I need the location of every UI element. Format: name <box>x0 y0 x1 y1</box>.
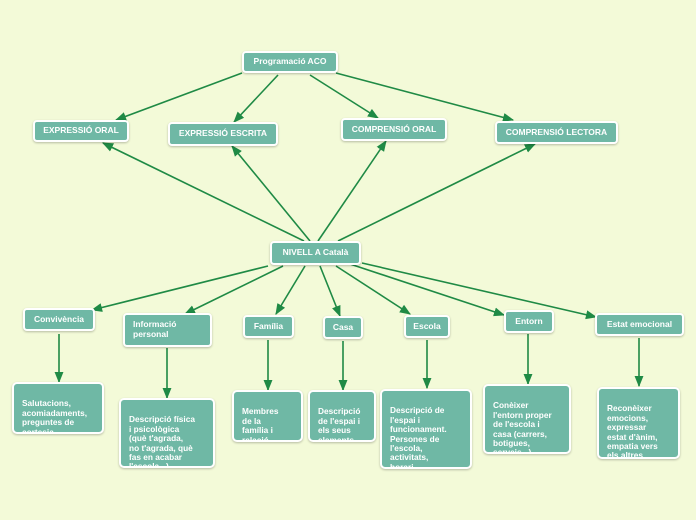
detail-text: Descripció física i psicològica (què t'a… <box>129 414 195 468</box>
detail-text: Reconèixer emocions, expressar estat d'à… <box>607 403 658 459</box>
edge-center-casa <box>319 265 341 318</box>
detail-text: Descripció de l'espai i els seus element… <box>318 406 361 442</box>
edge-root-expressio-oral <box>114 72 243 121</box>
detail-text: Salutacions, acomiadaments, preguntes de… <box>22 398 88 434</box>
topic-label: Estat emocional <box>606 318 673 329</box>
topic-label: Família <box>253 320 284 331</box>
category-label: COMPRENSIÓ LECTORA <box>505 126 608 137</box>
topic-convivencia[interactable]: Convivència <box>23 308 95 331</box>
edge-center-expressio-oral <box>101 142 305 242</box>
detail-escola[interactable]: Descripció de l'espai i funcionament. Pe… <box>380 389 472 469</box>
detail-text: Conèixer l'entorn proper de l'escola i c… <box>493 400 552 454</box>
topic-familia[interactable]: Família <box>243 315 294 338</box>
detail-text: Membres de la família i relació. <box>242 406 279 442</box>
topic-entorn[interactable]: Entorn <box>504 310 554 333</box>
category-comprensio-lectora[interactable]: COMPRENSIÓ LECTORA <box>495 121 618 144</box>
edge-center-entorn <box>349 263 506 317</box>
topic-label: Entorn <box>515 315 543 326</box>
topic-label: Convivència <box>33 313 85 324</box>
category-label: EXPRESSIÓ ESCRITA <box>178 128 268 139</box>
topic-casa[interactable]: Casa <box>323 316 363 339</box>
edge-root-comprensio-oral <box>309 74 379 119</box>
detail-entorn[interactable]: Conèixer l'entorn proper de l'escola i c… <box>483 384 571 454</box>
edge-center-familia <box>275 265 306 315</box>
edge-root-expressio-escrita <box>233 74 279 123</box>
detail-estat-emocional[interactable]: Reconèixer emocions, expressar estat d'à… <box>597 387 680 459</box>
category-expressio-oral[interactable]: EXPRESSIÓ ORAL <box>33 120 129 142</box>
edge-center-escola <box>335 265 411 315</box>
root-node[interactable]: Programació ACO <box>242 51 338 73</box>
center-label: NIVELL A Català <box>282 247 349 258</box>
detail-casa[interactable]: Descripció de l'espai i els seus element… <box>308 390 376 442</box>
detail-informacio-personal[interactable]: Descripció física i psicològica (què t'a… <box>119 398 215 468</box>
topic-label: Informació personal <box>133 319 177 339</box>
edge-center-informacio-personal <box>183 265 284 315</box>
edge-root-comprensio-lectora <box>335 72 515 122</box>
edge-center-estat-emocional <box>361 262 598 320</box>
edge-center-convivencia <box>90 265 269 312</box>
detail-text: Descripció de l'espai i funcionament. Pe… <box>390 405 447 469</box>
category-label: EXPRESSIÓ ORAL <box>43 125 119 136</box>
topic-label: Casa <box>332 321 354 332</box>
topic-escola[interactable]: Escola <box>404 315 450 338</box>
center-node[interactable]: NIVELL A Català <box>270 241 361 265</box>
topic-label: Escola <box>413 320 441 331</box>
topic-informacio-personal[interactable]: Informació personal <box>123 313 212 347</box>
category-comprensio-oral[interactable]: COMPRENSIÓ ORAL <box>341 118 447 141</box>
root-label: Programació ACO <box>253 56 327 67</box>
category-label: COMPRENSIÓ ORAL <box>351 123 437 134</box>
topic-estat-emocional[interactable]: Estat emocional <box>595 313 684 336</box>
edge-center-comprensio-oral <box>317 140 387 242</box>
edge-center-comprensio-lectora <box>337 143 537 242</box>
detail-convivencia[interactable]: Salutacions, acomiadaments, preguntes de… <box>12 382 104 434</box>
category-expressio-escrita[interactable]: EXPRESSIÓ ESCRITA <box>168 122 278 146</box>
edge-center-expressio-escrita <box>231 145 311 242</box>
detail-familia[interactable]: Membres de la família i relació. <box>232 390 303 442</box>
